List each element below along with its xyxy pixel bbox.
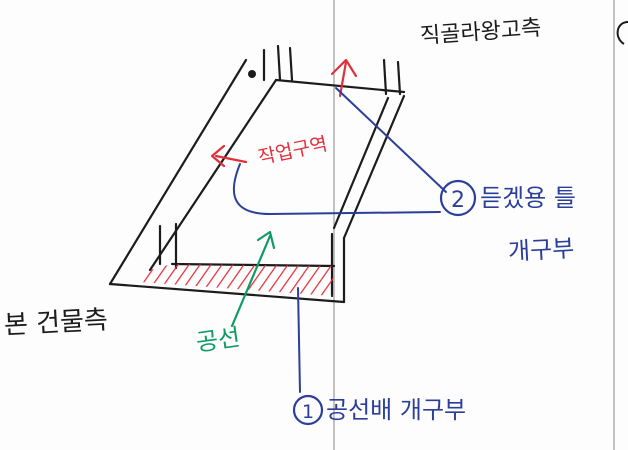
- item2-label-line2: 개구부: [507, 234, 575, 266]
- callout-2-line-loop: [232, 163, 441, 215]
- marker-2-number: 2: [451, 188, 465, 213]
- inner-right-edge: [332, 96, 390, 230]
- main-building-side-label: 본 건물측: [3, 305, 109, 341]
- marker-1-number: 1: [302, 401, 314, 423]
- marker-1-circle: [292, 394, 324, 426]
- marker-2-circle: [439, 179, 477, 217]
- anchor-dot: [248, 70, 256, 78]
- structure-outline: [108, 44, 406, 304]
- callout-1-line: [297, 287, 301, 393]
- outer-bottom-edge: [108, 282, 346, 304]
- work-arrow-left-head: [210, 144, 226, 168]
- work-arrow-up: [338, 60, 348, 98]
- top-post-3: [288, 46, 294, 82]
- outer-right-edge: [342, 94, 406, 240]
- duct-arrow: [230, 230, 276, 328]
- duct-label: 공선: [194, 323, 242, 357]
- work-arrow-up-head: [330, 58, 358, 78]
- hatched-opening: [140, 264, 334, 296]
- duct-arrow-shaft: [230, 234, 272, 328]
- work-area-arrows: [210, 58, 358, 168]
- callout-lines: [232, 87, 447, 393]
- duct-arrow-head: [256, 230, 276, 250]
- top-post-5: [396, 60, 402, 96]
- page-corner-mark: [616, 21, 628, 45]
- outer-left-edge: [108, 58, 248, 286]
- item1-label: 공선배 개구부: [326, 396, 467, 424]
- top-edge: [274, 78, 406, 94]
- work-arrow-left: [214, 154, 248, 164]
- top-post-4: [382, 58, 388, 96]
- item2-label-line1: 듣겠용 틀: [480, 184, 576, 212]
- top-post-2: [276, 44, 282, 82]
- inner-left-edge: [148, 78, 278, 272]
- callout-2-line-top: [335, 87, 447, 193]
